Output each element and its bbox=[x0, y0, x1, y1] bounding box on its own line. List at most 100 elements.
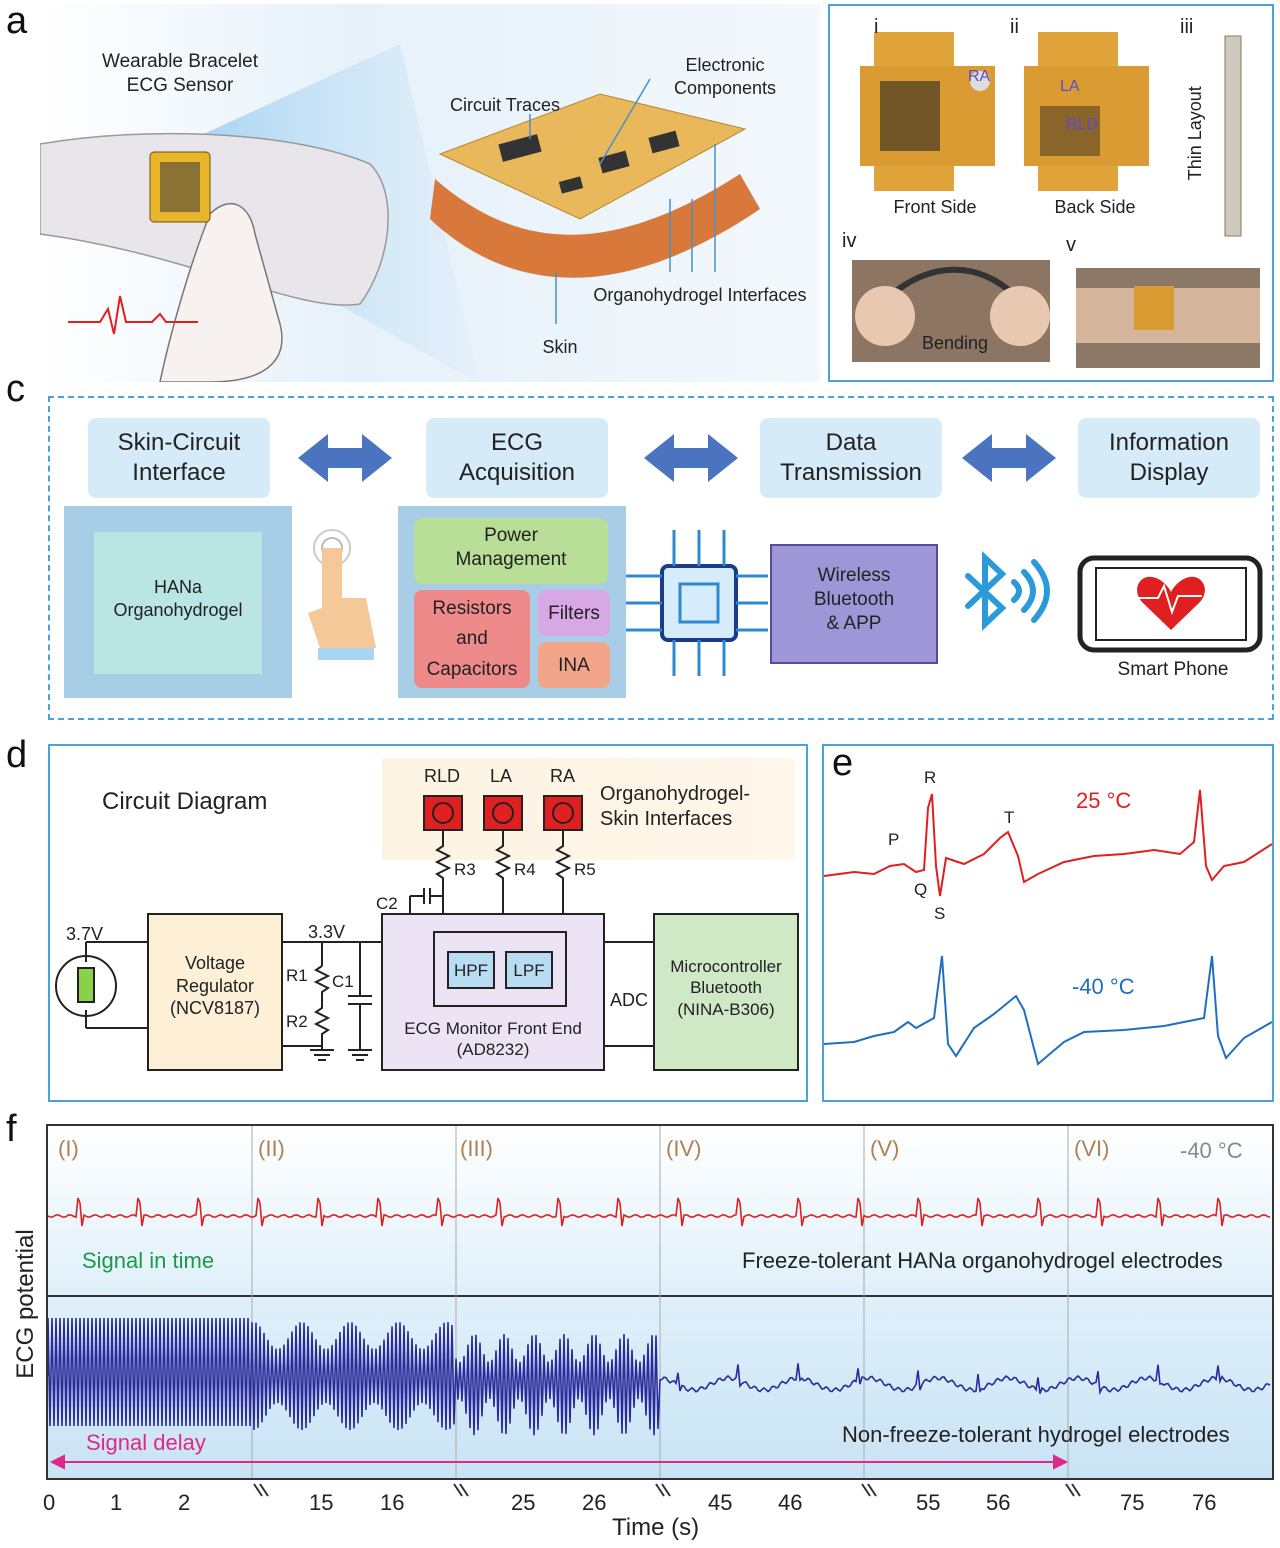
panel-f-plot: (I) (II) (III) (IV) (V) (VI) -40 °C Sign… bbox=[46, 1124, 1274, 1480]
ra-mark: RA bbox=[968, 68, 991, 85]
adc-label: ADC bbox=[610, 990, 649, 1010]
wave-q-label: Q bbox=[914, 880, 928, 899]
panel-c-graphics bbox=[298, 434, 1263, 676]
r4-label: R4 bbox=[514, 860, 536, 879]
numeral-v: v bbox=[1066, 234, 1076, 256]
r5-label: R5 bbox=[574, 860, 596, 879]
numeral-ii: ii bbox=[1010, 16, 1019, 38]
r3-label: R3 bbox=[454, 860, 476, 879]
circuit-traces-label: Circuit Traces bbox=[449, 95, 561, 115]
smart-phone-label: Smart Phone bbox=[1117, 659, 1229, 680]
resistors-capacitors-box: Resistors and Capacitors bbox=[414, 590, 530, 688]
panel-b-photos bbox=[852, 32, 1260, 368]
la-mark: LA bbox=[1060, 78, 1080, 95]
non-freeze-tolerant-trace bbox=[48, 1317, 1271, 1436]
c1-label: C1 bbox=[332, 972, 354, 991]
numeral-iv: iv bbox=[842, 230, 857, 252]
wave-r-label: R bbox=[924, 768, 937, 787]
circuit-schematic bbox=[55, 795, 799, 1071]
segment-label-1: (I) bbox=[58, 1136, 79, 1161]
x-tick-46: 46 bbox=[778, 1490, 803, 1515]
front-end-label: ECG Monitor Front End (AD8232) bbox=[404, 1019, 582, 1060]
x-tick-2: 2 bbox=[178, 1490, 191, 1515]
electrode-rld: RLD bbox=[424, 766, 461, 786]
segment-label-5: (V) bbox=[870, 1136, 900, 1161]
lpf-label: LPF bbox=[513, 961, 545, 980]
thin-layout-label: Thin Layout bbox=[1184, 86, 1205, 181]
interfaces-label: Organohydrogel- Skin Interfaces bbox=[600, 783, 751, 830]
x-tick-0: 0 bbox=[43, 1490, 56, 1515]
chip-4 bbox=[558, 176, 584, 194]
electrode-la: LA bbox=[490, 766, 513, 786]
panel-label-d: d bbox=[6, 734, 28, 776]
signal-delay-label: Signal delay bbox=[86, 1430, 206, 1455]
hpf-label: HPF bbox=[454, 961, 488, 980]
x-tick-16: 16 bbox=[380, 1490, 405, 1515]
panel-b: i ii iii iv v RA LA RLD Front Side Back … bbox=[828, 4, 1274, 382]
circuit-diagram-title: Circuit Diagram bbox=[102, 788, 268, 815]
c2-label: C2 bbox=[376, 894, 398, 913]
header-skin-circuit: Skin-Circuit Interface bbox=[88, 418, 270, 498]
hana-organohydrogel-box: HANa Organohydrogel bbox=[94, 532, 262, 674]
mini-ecg-trace bbox=[68, 295, 198, 335]
y-axis-label: ECG potential bbox=[12, 1229, 39, 1379]
temp-minus40c-label: -40 °C bbox=[1072, 974, 1135, 999]
back-board-top bbox=[1038, 32, 1118, 68]
front-side-label: Front Side bbox=[893, 197, 977, 217]
r1-label: R1 bbox=[286, 966, 308, 985]
x-axis bbox=[253, 1483, 1081, 1497]
skin-layer bbox=[430, 174, 760, 278]
chip-2 bbox=[598, 150, 630, 174]
x-tick-45: 45 bbox=[708, 1490, 733, 1515]
segment-dividers bbox=[251, 1126, 1069, 1478]
regulated-voltage: 3.3V bbox=[308, 922, 346, 942]
panel-a: Wearable Bracelet ECG Sensor Circuit Tra… bbox=[39, 4, 820, 384]
panel-c: Skin-Circuit Interface ECG Acquisition D… bbox=[48, 396, 1274, 720]
segment-label-3: (III) bbox=[460, 1136, 493, 1161]
segment-label-6: (VI) bbox=[1074, 1136, 1110, 1161]
panel-label-a: a bbox=[6, 0, 28, 42]
panel-f-traces bbox=[48, 1126, 1272, 1478]
back-side-label: Back Side bbox=[1054, 197, 1136, 217]
x-tick-15: 15 bbox=[309, 1490, 334, 1515]
header-information-display: Information Display bbox=[1078, 418, 1260, 498]
electrode-ra: RA bbox=[550, 766, 576, 786]
x-tick-26: 26 bbox=[582, 1490, 607, 1515]
x-tick-76: 76 bbox=[1192, 1490, 1217, 1515]
panel-d: Circuit Diagram RLD LA RA Organohydrogel… bbox=[48, 744, 808, 1102]
signal-in-time-label: Signal in time bbox=[82, 1248, 215, 1273]
segment-label-2: (II) bbox=[258, 1136, 285, 1161]
temp-25c-label: 25 °C bbox=[1076, 788, 1132, 813]
wave-t-label: T bbox=[1004, 808, 1015, 827]
x-tick-75: 75 bbox=[1120, 1490, 1145, 1515]
x-tick-56: 56 bbox=[986, 1490, 1011, 1515]
processor-chip-icon bbox=[626, 530, 768, 676]
skin-label: Skin bbox=[542, 337, 578, 357]
bracelet-label: Wearable Bracelet ECG Sensor bbox=[102, 51, 258, 96]
header-ecg-acquisition: ECG Acquisition bbox=[426, 418, 608, 498]
bluetooth-icon bbox=[965, 551, 1050, 631]
temperature-label: -40 °C bbox=[1180, 1138, 1243, 1163]
ecg-waveforms bbox=[824, 789, 1272, 1066]
x-axis-label: Time (s) bbox=[612, 1514, 700, 1541]
rld-mark: RLD bbox=[1066, 116, 1099, 133]
finger-touch-icon bbox=[308, 529, 376, 660]
hand-illustration bbox=[159, 203, 283, 383]
ecg-trace-25c bbox=[824, 789, 1272, 897]
numeral-i: i bbox=[874, 16, 879, 38]
microcontroller-label: Microcontroller Bluetooth (NINA-B306) bbox=[670, 957, 782, 1019]
r2-label: R2 bbox=[286, 1012, 308, 1031]
battery-voltage: 3.7V bbox=[66, 924, 104, 944]
ecg-trace-minus40c bbox=[824, 955, 1272, 1066]
panel-label-c: c bbox=[6, 368, 25, 410]
chip-1 bbox=[498, 134, 542, 162]
chip-3 bbox=[648, 130, 680, 154]
wave-p-label: P bbox=[888, 830, 900, 849]
electronic-components-label: Electronic Components bbox=[673, 55, 777, 98]
x-tick-55: 55 bbox=[916, 1490, 941, 1515]
freeze-tolerant-label: Freeze-tolerant HANa organohydrogel elec… bbox=[742, 1248, 1223, 1273]
circuit-layer bbox=[438, 93, 747, 220]
power-management-box: Power Management bbox=[414, 518, 608, 584]
wave-s-label: S bbox=[934, 904, 946, 923]
double-arrows bbox=[298, 434, 1056, 482]
